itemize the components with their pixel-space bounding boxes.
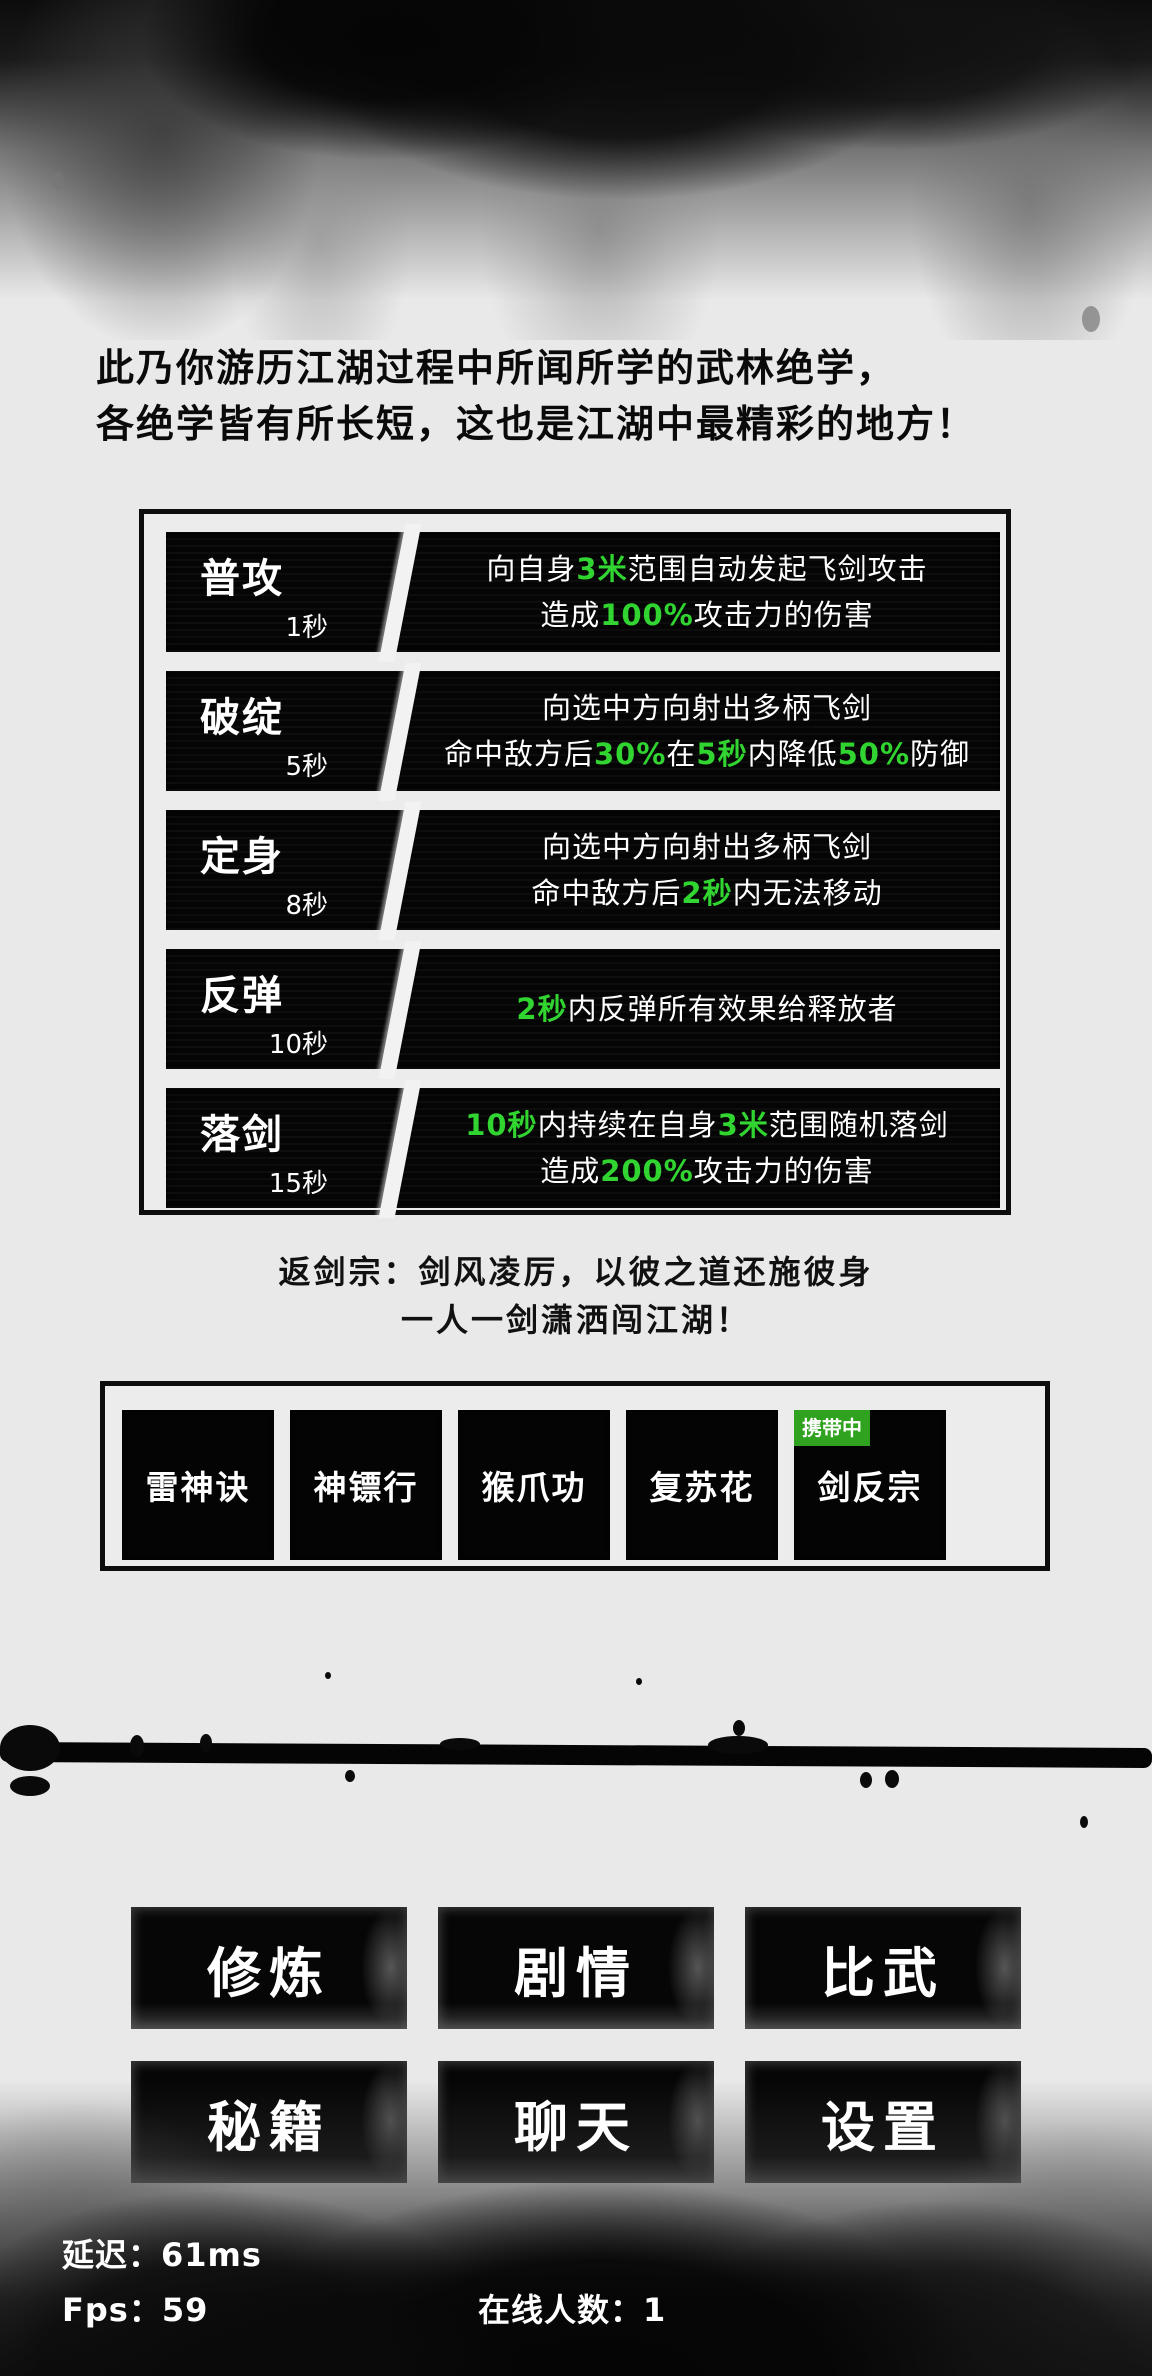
motto-line-2: 一人一剑潇洒闯江湖！ [400,1301,751,1339]
description-text: 命中敌方后 [443,737,594,771]
skill-cooldown: 10秒 [268,1030,328,1060]
description-text: 向选中方向射出多柄飞剑 [541,691,872,725]
skill-description-line: 造成200%攻击力的伤害 [540,1148,874,1194]
skill-description-line: 命中敌方后2秒内无法移动 [531,870,882,916]
description-text: 在 [666,737,697,771]
skill-description-line: 向选中方向射出多柄飞剑 [542,824,872,870]
sect-label: 剑反宗 [817,1468,923,1507]
menu-label: 修炼 [207,1941,331,2005]
skill-cooldown: 8秒 [285,891,328,921]
skill-description: 向选中方向射出多柄飞剑命中敌方后30%在5秒内降低50%防御 [424,671,990,791]
description-text: 命中敌方后 [531,876,682,910]
brush-slash-divider [378,524,422,662]
menu-button-story[interactable]: 剧情 [438,1907,714,2029]
online-count: 在线人数：1 [478,2291,667,2329]
sect-card-leishenjue[interactable]: 雷神诀 [122,1410,274,1560]
equipped-badge: 携带中 [794,1410,870,1446]
menu-label: 剧情 [514,1941,638,2005]
skill-description: 向选中方向射出多柄飞剑命中敌方后2秒内无法移动 [424,810,990,930]
menu-label: 设置 [821,2095,945,2159]
menu-button-train[interactable]: 修炼 [131,1907,407,2029]
skill-description-line: 向选中方向射出多柄飞剑 [542,685,872,731]
sect-card-fusuhua[interactable]: 复苏花 [626,1410,778,1560]
ink-wash-bottom-decoration [0,2080,1152,2376]
description-text: 造成 [540,598,601,632]
description-text: 攻击力的伤害 [693,1154,874,1188]
sect-selector-panel: 雷神诀 神镖行 猴爪功 复苏花 携带中 剑反宗 [100,1381,1050,1571]
skill-list-panel: 普攻 1秒 向自身3米范围自动发起飞剑攻击造成100%攻击力的伤害 破绽 5秒 … [139,509,1011,1218]
skill-name: 落剑 [200,1112,284,1158]
description-text: 防御 [910,737,971,771]
sect-label: 复苏花 [649,1468,755,1507]
skill-name: 定身 [200,834,284,880]
sect-label: 雷神诀 [145,1468,251,1507]
skill-description-line: 命中敌方后30%在5秒内降低50%防御 [444,731,970,777]
description-text: 范围随机落剑 [768,1108,949,1142]
skill-row: 反弹 10秒 2秒内反弹所有效果给释放者 [166,941,1000,1079]
skill-description-line: 造成100%攻击力的伤害 [540,592,874,638]
highlighted-value: 3米 [717,1108,769,1142]
description-text: 内持续在自身 [537,1108,718,1142]
highlighted-value: 30% [593,737,667,771]
sect-label: 神镖行 [313,1468,419,1507]
ink-drop-decoration [1082,306,1100,332]
intro-line-2: 各绝学皆有所长短，这也是江湖中最精彩的地方！ [96,402,977,446]
description-text: 内降低 [747,737,838,771]
skill-row: 破绽 5秒 向选中方向射出多柄飞剑命中敌方后30%在5秒内降低50%防御 [166,663,1000,801]
skill-description: 10秒内持续在自身3米范围随机落剑造成200%攻击力的伤害 [424,1088,990,1208]
intro-line-1: 此乃你游历江湖过程中所闻所学的武林绝学， [96,346,897,390]
menu-label: 聊天 [514,2095,638,2159]
description-text: 内反弹所有效果给释放者 [567,992,898,1026]
menu-label: 比武 [821,1941,945,2005]
highlighted-value: 5秒 [696,737,748,771]
highlighted-value: 100% [600,598,694,632]
highlighted-value: 2秒 [516,992,568,1026]
ink-wash-top-decoration [0,0,1152,340]
menu-label: 秘籍 [207,2095,331,2159]
brush-slash-divider [378,941,422,1079]
highlighted-value: 200% [600,1154,694,1188]
skill-row: 落剑 15秒 10秒内持续在自身3米范围随机落剑造成200%攻击力的伤害 [166,1080,1000,1218]
description-text: 内无法移动 [732,876,883,910]
description-text: 造成 [540,1154,601,1188]
sect-label: 猴爪功 [481,1468,587,1507]
skill-row: 普攻 1秒 向自身3米范围自动发起飞剑攻击造成100%攻击力的伤害 [166,524,1000,662]
description-text: 范围自动发起飞剑攻击 [627,552,928,586]
motto-line-1: 返剑宗：剑风凌厉，以彼之道还施彼身 [278,1253,874,1291]
skill-cooldown: 5秒 [285,752,328,782]
highlighted-value: 50% [837,737,911,771]
sect-motto: 返剑宗：剑风凌厉，以彼之道还施彼身 一人一剑潇洒闯江湖！ [150,1248,1002,1344]
description-text: 向选中方向射出多柄飞剑 [541,830,872,864]
description-text: 攻击力的伤害 [693,598,874,632]
highlighted-value: 10秒 [465,1108,538,1142]
sect-card-shenbiaoxing[interactable]: 神镖行 [290,1410,442,1560]
skill-description-line: 向自身3米范围自动发起飞剑攻击 [486,546,927,592]
skill-description-line: 2秒内反弹所有效果给释放者 [516,986,897,1032]
skill-description-line: 10秒内持续在自身3米范围随机落剑 [465,1102,949,1148]
skill-cooldown: 15秒 [268,1169,328,1199]
skill-row: 定身 8秒 向选中方向射出多柄飞剑命中敌方后2秒内无法移动 [166,802,1000,940]
skill-description: 2秒内反弹所有效果给释放者 [424,949,990,1069]
description-text: 向自身 [486,552,577,586]
ink-drop-decoration [52,172,64,190]
skill-cooldown: 1秒 [285,613,328,643]
highlighted-value: 2秒 [681,876,733,910]
sect-card-houzhuagong[interactable]: 猴爪功 [458,1410,610,1560]
latency-indicator: 延迟：61ms [62,2236,262,2274]
fps-indicator: Fps：59 [62,2291,209,2329]
brush-slash-divider [378,802,422,940]
menu-button-duel[interactable]: 比武 [745,1907,1021,2029]
skill-name: 破绽 [200,695,284,741]
skill-name: 普攻 [200,556,284,602]
intro-text: 此乃你游历江湖过程中所闻所学的武林绝学， 各绝学皆有所长短，这也是江湖中最精彩的… [96,340,1056,452]
skill-name: 反弹 [200,973,284,1019]
skill-description: 向自身3米范围自动发起飞剑攻击造成100%攻击力的伤害 [424,532,990,652]
sect-card-jianfanzong[interactable]: 携带中 剑反宗 [794,1410,946,1560]
brush-slash-divider [378,1080,422,1218]
highlighted-value: 3米 [576,552,628,586]
brush-slash-divider [378,663,422,801]
